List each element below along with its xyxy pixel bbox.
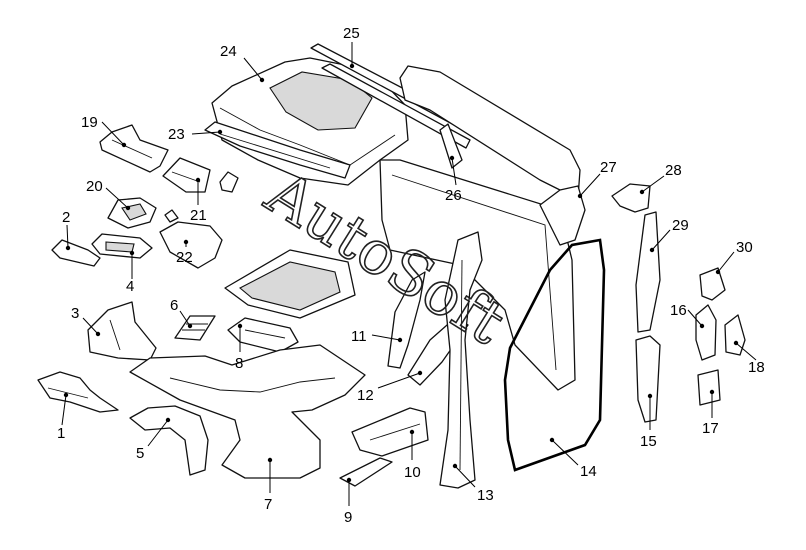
part-14-door-seal — [503, 238, 606, 472]
callout-4: 4 — [126, 278, 134, 295]
callout-15: 15 — [640, 433, 657, 450]
part-3-side-trim — [87, 301, 157, 361]
part-16-clip — [695, 304, 717, 361]
callout-18: 18 — [748, 359, 765, 376]
callout-25: 25 — [343, 25, 360, 42]
part-5-wheelhouse-trim — [129, 405, 209, 476]
callout-30: 30 — [736, 239, 753, 256]
part-6-grille — [174, 315, 216, 341]
part-8-mat — [227, 317, 299, 353]
callout-6: 6 — [170, 297, 178, 314]
rear-side-panel — [379, 65, 581, 391]
callout-9: 9 — [344, 509, 352, 526]
part-15-strip — [635, 335, 661, 423]
callout-17: 17 — [702, 420, 719, 437]
part-1-step-trim — [37, 371, 119, 413]
callout-7: 7 — [264, 496, 272, 513]
callout-3: 3 — [71, 305, 79, 322]
part-11-b-pillar-trim — [387, 271, 426, 369]
callout-5: 5 — [136, 445, 144, 462]
callout-19: 19 — [81, 114, 98, 131]
callout-22: 22 — [176, 249, 193, 266]
part-17-box — [697, 369, 721, 406]
part-27-upper-pillar — [539, 185, 586, 246]
callout-26: 26 — [445, 187, 462, 204]
part-23-header-trim — [204, 121, 351, 179]
callout-labels: 1 2 3 4 5 6 7 8 9 10 11 12 13 14 15 16 1… — [57, 25, 765, 526]
callout-29: 29 — [672, 217, 689, 234]
part-13-c-pillar-trim — [439, 231, 483, 489]
part-22-sun-visor — [159, 209, 223, 269]
part-26-pillar-trim — [439, 123, 463, 169]
callout-23: 23 — [168, 126, 185, 143]
callout-1: 1 — [57, 425, 65, 442]
cargo-floor-mat — [224, 249, 356, 319]
callout-11: 11 — [351, 328, 367, 345]
callout-27: 27 — [600, 159, 617, 176]
part-10-storage-box — [351, 407, 429, 457]
leader-lines — [61, 42, 757, 506]
part-29-strip — [635, 211, 661, 333]
part-28-bracket — [611, 183, 651, 213]
callout-28: 28 — [665, 162, 682, 179]
callout-14: 14 — [580, 463, 597, 480]
callout-21: 21 — [190, 207, 207, 224]
callout-2: 2 — [62, 209, 70, 226]
callout-12: 12 — [357, 387, 374, 404]
part-2-hook — [51, 239, 101, 267]
part-9-sill-plate — [339, 457, 393, 487]
part-20-visor-clip — [107, 197, 157, 229]
callout-24: 24 — [220, 43, 237, 60]
callout-20: 20 — [86, 178, 103, 195]
part-21-dome-light — [162, 157, 239, 193]
part-7-floor-covering — [129, 344, 366, 479]
part-4-handle — [91, 233, 153, 259]
part-18-clip — [724, 314, 746, 356]
callout-16: 16 — [670, 302, 687, 319]
callout-13: 13 — [477, 487, 494, 504]
callout-10: 10 — [404, 464, 421, 481]
part-19-trim-panel — [99, 124, 169, 173]
callout-8: 8 — [235, 355, 243, 372]
part-30-bracket — [699, 267, 726, 301]
